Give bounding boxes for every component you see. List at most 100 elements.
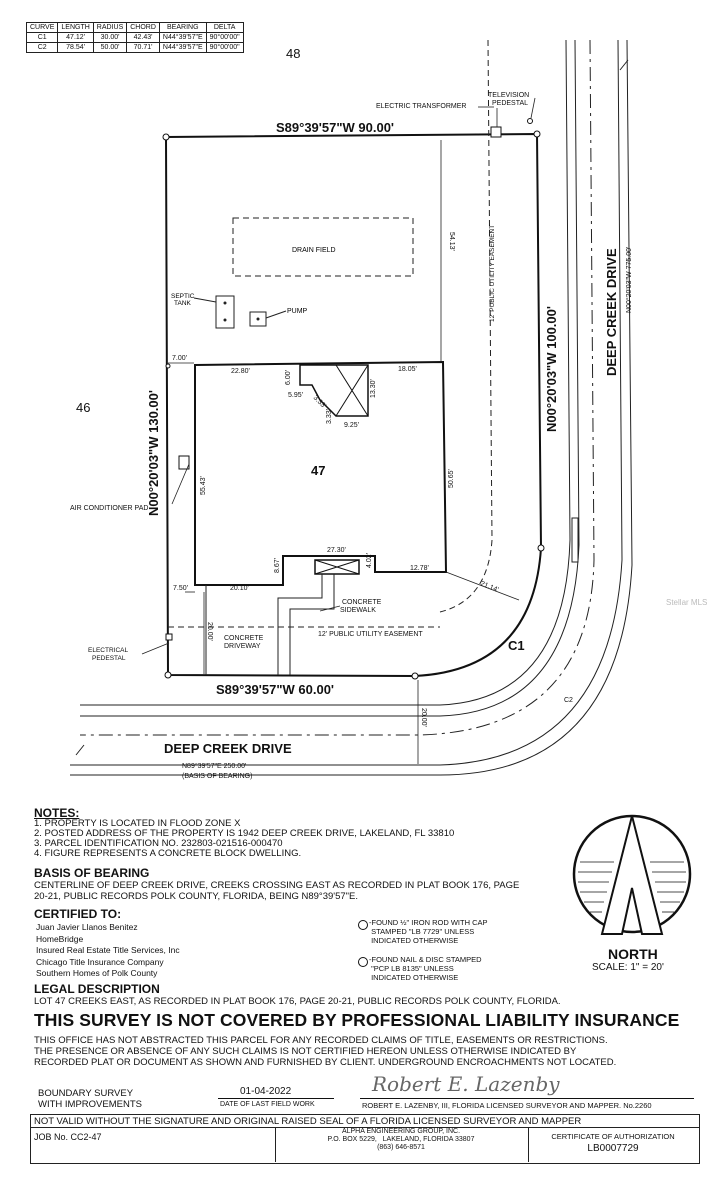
certified-title: CERTIFIED TO: [34, 907, 122, 921]
dim-label: 9.25' [344, 422, 359, 429]
notes-list: 1. PROPERTY IS LOCATED IN FLOOD ZONE X 2… [34, 819, 454, 859]
list-item: 4. FIGURE REPRESENTS A CONCRETE BLOCK DW… [34, 848, 302, 859]
dim-label: 55.43' [200, 476, 207, 495]
divider [30, 1127, 700, 1128]
validity-note: NOT VALID WITHOUT THE SIGNATURE AND ORIG… [34, 1116, 582, 1127]
dimension-labels: 54.13' 7.00' 22.80' 18.05' 6.00' 5.95' 3… [172, 232, 499, 727]
notes-title: NOTES: [34, 806, 80, 820]
utility-easement-east-label: 12' PUBLIC UTILITY EASEMENT [489, 225, 496, 322]
dim-label: 6.00' [285, 370, 292, 385]
basis-title: BASIS OF BEARING [34, 866, 150, 880]
surveyor-signature: Robert E. Lazenby [372, 1072, 560, 1096]
dim-label: 20.00' [206, 622, 213, 641]
dim-label: 8.67' [274, 558, 281, 573]
monument-icon [164, 671, 172, 679]
north-arrow-icon [572, 814, 692, 935]
transformer-icon [490, 126, 502, 138]
stoop-outline [314, 559, 360, 575]
firm-info: ALPHA ENGINEERING GROUP, INC. P.O. BOX 5… [327, 1128, 475, 1151]
basis-line: 20-21, PUBLIC RECORDS POLK COUNTY, FLORI… [34, 891, 359, 902]
certified-list: Juan Javier Llanos Benitez HomeBridge In… [36, 922, 180, 980]
curve-table-header: CURVE LENGTH RADIUS CHORD BEARING DELTA [25, 22, 244, 33]
dim-label: 4.02' [366, 553, 373, 568]
septic-tank-outline [215, 295, 235, 329]
table-cell: 90°00'00" [205, 42, 244, 53]
list-item: HomeBridge [36, 933, 84, 944]
divider [275, 1127, 276, 1162]
street-south-label: DEEP CREEK DRIVE [164, 741, 292, 756]
monument-icon [533, 130, 541, 138]
sidewalk-outline [277, 574, 335, 675]
scale-label: SCALE: 1" = 20' [592, 962, 664, 973]
dimension-lines [141, 97, 536, 764]
dim-label: 50.65' [448, 469, 455, 488]
north-label: NORTH [608, 946, 658, 962]
monument-icon [537, 544, 545, 552]
pump-label: PUMP [287, 308, 308, 315]
corner-monuments [162, 130, 545, 680]
basis-of-bearing-note: (BASIS OF BEARING) [182, 773, 252, 780]
dim-label: 20.10' [230, 585, 249, 592]
list-item: Southern Homes of Polk County [36, 968, 158, 978]
tv-pedestal-icon [527, 118, 533, 124]
disclaimer-line: THIS OFFICE HAS NOT ABSTRACTED THIS PARC… [34, 1035, 608, 1046]
utility-easement-south-label: 12' PUBLIC UTILITY EASEMENT [318, 631, 423, 638]
survey-type: BOUNDARY SURVEY WITH IMPROVEMENTS [38, 1088, 142, 1110]
south-line-label: S89°39'57"W 60.00' [216, 682, 334, 697]
monument-icon [162, 133, 170, 141]
dim-label: 54.13' [448, 232, 455, 251]
dim-label: 3.33' [312, 394, 328, 410]
table-cell: 50.00' [92, 42, 128, 53]
basis-line: CENTERLINE OF DEEP CREEK DRIVE, CREEKS C… [34, 880, 520, 891]
dim-label: 13.30' [370, 379, 377, 398]
pump-outline [249, 311, 267, 327]
list-item: 1. PROPERTY IS LOCATED IN FLOOD ZONE X [34, 818, 241, 829]
list-item: Chicago Title Insurance Company [36, 956, 164, 967]
insurance-banner: THIS SURVEY IS NOT COVERED BY PROFESSION… [34, 1010, 680, 1030]
street-south-bearing: N89°39'57"E 250.00' [182, 762, 246, 770]
pump-icon [256, 317, 260, 321]
divider [218, 1098, 334, 1099]
lot-west-label: 46 [76, 400, 90, 415]
cert-auth-number: LB0007729 [587, 1143, 639, 1154]
east-line-label: N00°20'03"W 100.00' [544, 306, 559, 432]
septic-lid-icon [223, 301, 227, 305]
job-number: JOB No. CC2-47 [34, 1132, 102, 1142]
lot-north-label: 48 [286, 46, 300, 61]
stoop-cross [314, 559, 360, 575]
legal-text: LOT 47 CREEKS EAST, AS RECORDED IN PLAT … [34, 996, 561, 1007]
dim-label: 5.95' [288, 392, 303, 399]
electrical-pedestal-icon [165, 633, 173, 641]
dim-label: 20.00' [420, 708, 427, 727]
curve-c1-label: C1 [508, 638, 525, 653]
disclaimer-line: THE PRESENCE OR ABSENCE OF ANY SUCH CLAI… [34, 1046, 577, 1057]
drain-field-label: DRAIN FIELD [292, 247, 336, 254]
watermark: Stellar MLS [666, 598, 708, 607]
west-line-label: N00°20'03"W 130.00' [146, 390, 161, 516]
air-conditioner-pad-label: AIR CONDITIONER PAD [70, 505, 148, 512]
porch-cross [335, 364, 369, 417]
dim-label: 27.30' [327, 547, 346, 554]
field-date: 01-04-2022 [240, 1086, 292, 1097]
list-item: Juan Javier Llanos Benitez [36, 922, 138, 932]
curve-c2-label: C2 [564, 697, 573, 704]
table-row: C2 78.54' 50.00' 70.71' N44°39'57"E 90°0… [25, 42, 244, 53]
dim-label: 3.33' [326, 409, 333, 424]
north-line-label: S89°39'57"W 90.00' [276, 120, 394, 135]
basis-text: CENTERLINE OF DEEP CREEK DRIVE, CREEKS C… [34, 880, 519, 902]
legend-rod-text: -FOUND ½" IRON ROD WITH CAP STAMPED "LB … [369, 918, 488, 945]
street-east-label: DEEP CREEK DRIVE [604, 248, 619, 376]
dim-label: 7.50' [173, 585, 188, 592]
curve-table: CURVE LENGTH RADIUS CHORD BEARING DELTA … [25, 22, 244, 53]
disclaimer-line: RECORDED PLAT OR DOCUMENT AS SHOWN AND F… [34, 1057, 617, 1068]
divider [360, 1098, 694, 1099]
dim-label: 22.80' [231, 368, 250, 375]
disclaimer-text: THIS OFFICE HAS NOT ABSTRACTED THIS PARC… [34, 1035, 616, 1068]
legend-nail-text: -FOUND NAIL & DISC STAMPED "PCP LB 8135"… [369, 955, 482, 982]
footer-box [30, 1114, 700, 1164]
house-footprint [194, 360, 448, 586]
